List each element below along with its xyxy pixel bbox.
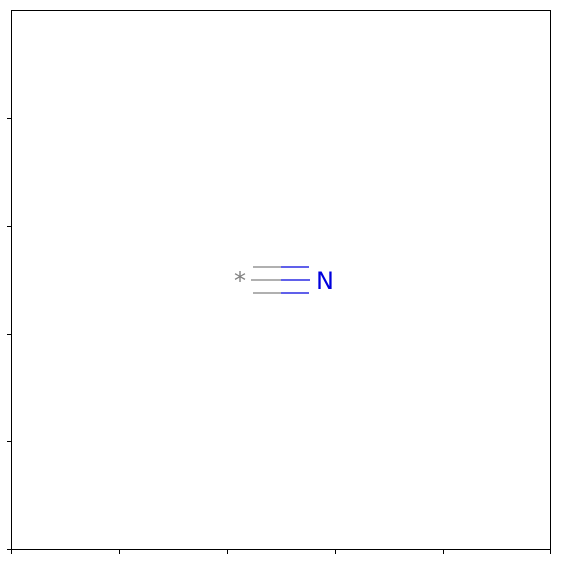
wildcard-atom-label: *: [234, 267, 246, 295]
nitrogen-atom-label: N: [316, 267, 334, 295]
bottom-ticks: [11, 549, 551, 554]
triple-bond: [251, 266, 310, 294]
left-ticks: [7, 118, 12, 550]
